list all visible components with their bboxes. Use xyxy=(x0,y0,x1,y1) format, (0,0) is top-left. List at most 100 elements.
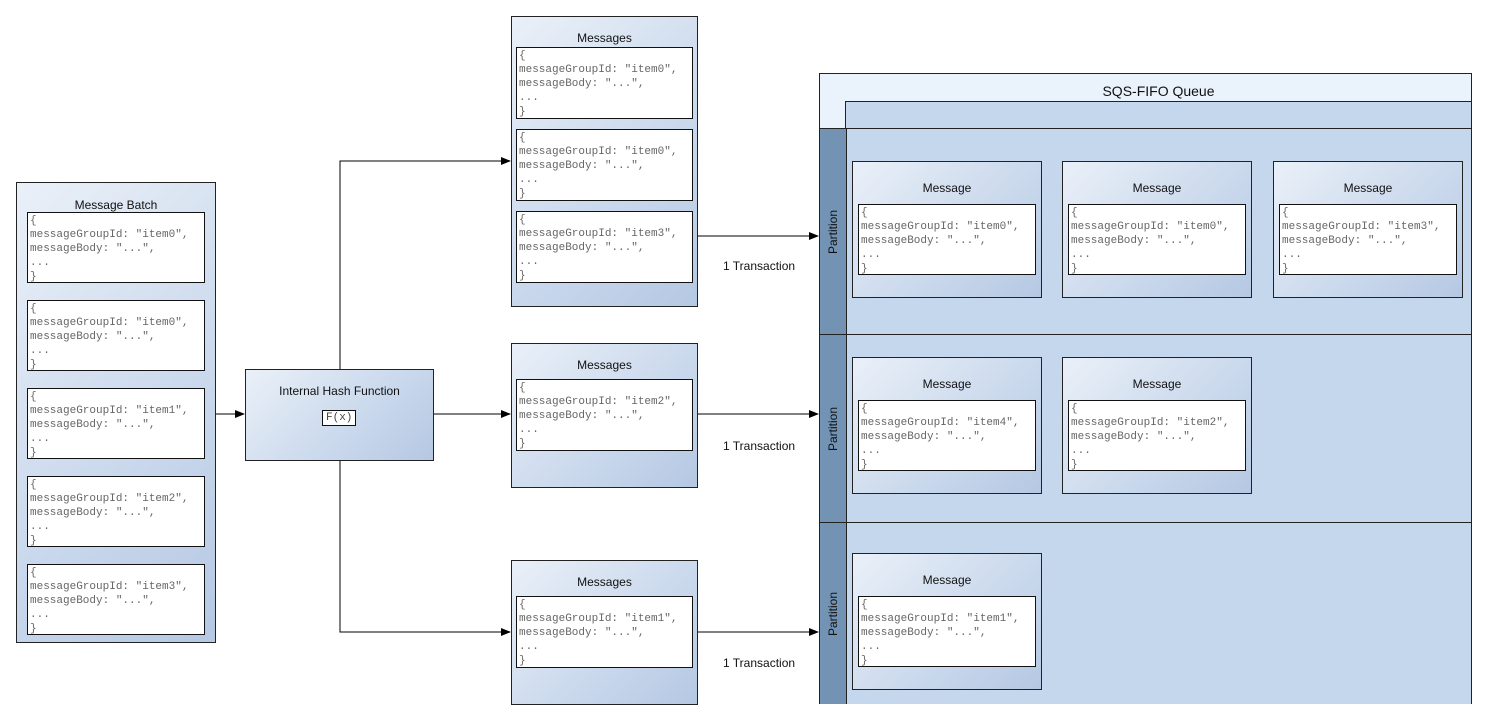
queue-message-title: Message xyxy=(922,573,972,587)
card-body-line: messageBody: "...", xyxy=(861,627,987,639)
message-card: { messageGroupId: "item0", messageBody: ".… xyxy=(516,47,693,119)
queue-message: Message {messageGroupId: "item0",messageB… xyxy=(852,161,1042,298)
card-ellipsis: ... xyxy=(30,433,50,445)
messages-group: Messages{messageGroupId: "item1",message… xyxy=(511,560,698,705)
card-group-id-line: messageGroupId: "item3", xyxy=(30,581,189,593)
card-close-brace: } xyxy=(519,106,526,118)
message-card: { messageGroupId: "item3", messageBody: ".… xyxy=(27,564,205,635)
card-ellipsis: ... xyxy=(1071,249,1091,261)
card-close-brace: } xyxy=(861,655,868,667)
card-group-id-line: messageGroupId: "item0", xyxy=(519,64,678,76)
message-card: {messageGroupId: "item1",messageBody: ".… xyxy=(516,596,693,668)
message-card: {messageGroupId: "item0",messageBody: ".… xyxy=(1068,204,1246,275)
card-group-id-line: messageGroupId: "item3", xyxy=(1282,221,1441,233)
partition-stripe: Partition xyxy=(820,523,847,704)
card-body-line: messageBody: "...", xyxy=(519,78,645,90)
card-ellipsis: ... xyxy=(519,174,539,186)
message-card: { messageGroupId: "item0", messageBody: ".… xyxy=(27,212,205,283)
card-open-brace: { xyxy=(30,215,37,227)
message-card: { messageGroupId: "item0", messageBody: ".… xyxy=(27,300,205,371)
card-close-brace: } xyxy=(1282,263,1289,275)
card-open-brace: { xyxy=(30,479,37,491)
card-group-id-line: messageGroupId: "item0", xyxy=(30,229,189,241)
card-open-brace: { xyxy=(30,391,37,403)
card-ellipsis: ... xyxy=(519,641,539,653)
card-body-line: messageBody: "...", xyxy=(1282,235,1408,247)
card-ellipsis: ... xyxy=(1071,445,1091,457)
card-body-line: messageBody: "...", xyxy=(30,507,156,519)
partition-label: Partition xyxy=(826,591,840,636)
arrow-hash-to-group-3 xyxy=(339,460,511,636)
card-close-brace: } xyxy=(1071,263,1078,275)
card-open-brace: { xyxy=(30,567,37,579)
message-card: {messageGroupId: "item1",messageBody: ".… xyxy=(27,388,205,459)
card-close-brace: } xyxy=(1071,459,1078,471)
card-group-id-line: messageGroupId: "item0", xyxy=(30,317,189,329)
queue-message: Message {messageGroupId: "item0",messageB… xyxy=(1062,161,1252,298)
card-ellipsis: ... xyxy=(519,256,539,268)
card-close-brace: } xyxy=(30,271,37,283)
card-body-line: messageBody: "...", xyxy=(519,160,645,172)
message-card: {messageGroupId: "item0",messageBody: ".… xyxy=(516,129,693,201)
card-ellipsis: ... xyxy=(861,641,881,653)
card-body-line: messageBody: "...", xyxy=(519,410,645,422)
card-body-line: messageBody: "...", xyxy=(861,235,987,247)
partition-stripe: Partition xyxy=(820,129,847,334)
card-open-brace: { xyxy=(861,599,868,611)
card-group-id-line: messageGroupId: "item1", xyxy=(861,613,1020,625)
card-group-id-line: messageGroupId: "item4", xyxy=(861,417,1020,429)
message-card: {messageGroupId: "item2",messageBody: ".… xyxy=(1068,400,1246,471)
message-card: { messageGroupId: "item1", messageBody: ".… xyxy=(858,596,1036,667)
queue-title: SQS-FIFO Queue xyxy=(1102,83,1215,99)
message-batch: Message Batch {messageGroupId: "item0",m… xyxy=(16,182,216,643)
card-body-line: messageBody: "...", xyxy=(30,595,156,607)
card-close-brace: } xyxy=(861,263,868,275)
card-group-id-line: messageGroupId: "item0", xyxy=(861,221,1020,233)
queue-message: Message{messageGroupId: "item2",messageB… xyxy=(1062,357,1252,494)
card-body-line: messageBody: "...", xyxy=(30,331,156,343)
message-card: {messageGroupId: "item3",messageBody: ".… xyxy=(516,211,693,283)
card-ellipsis: ... xyxy=(30,345,50,357)
card-open-brace: { xyxy=(1282,207,1289,219)
card-ellipsis: ... xyxy=(30,609,50,621)
card-close-brace: } xyxy=(30,623,37,635)
card-ellipsis: ... xyxy=(30,257,50,269)
card-open-brace: { xyxy=(519,599,526,611)
card-open-brace: { xyxy=(1071,403,1078,415)
card-ellipsis: ... xyxy=(30,521,50,533)
card-body-line: messageBody: "...", xyxy=(1071,431,1197,443)
message-card: { messageGroupId: "item3", messageBody: ".… xyxy=(1279,204,1457,275)
card-ellipsis: ... xyxy=(519,424,539,436)
card-close-brace: } xyxy=(519,438,526,450)
message-card: {messageGroupId: "item0",messageBody: ".… xyxy=(858,204,1036,275)
card-open-brace: { xyxy=(1071,207,1078,219)
card-group-id-line: messageGroupId: "item2", xyxy=(30,493,189,505)
messages-group: Messages{messageGroupId: "item2",message… xyxy=(511,343,698,488)
card-group-id-line: messageGroupId: "item2", xyxy=(519,396,678,408)
card-close-brace: } xyxy=(519,188,526,200)
partition-stripe: Partition xyxy=(820,335,847,522)
queue-message-title: Message xyxy=(1343,181,1393,195)
card-group-id-line: messageGroupId: "item3", xyxy=(519,228,678,240)
queue-message: Message { messageGroupId: "item1", messageB… xyxy=(852,553,1042,690)
queue-message-title: Message xyxy=(922,181,972,195)
queue-message: Message { messageGroupId: "item3", messageB… xyxy=(1273,161,1463,298)
card-body-line: messageBody: "...", xyxy=(519,627,645,639)
card-open-brace: { xyxy=(519,382,526,394)
card-ellipsis: ... xyxy=(861,445,881,457)
card-close-brace: } xyxy=(30,359,37,371)
card-body-line: messageBody: "...", xyxy=(1071,235,1197,247)
queue-message-title: Message xyxy=(1132,181,1182,195)
card-open-brace: { xyxy=(519,214,526,226)
card-body-line: messageBody: "...", xyxy=(30,243,156,255)
message-card: { messageGroupId: "item2", messageBody: ".… xyxy=(516,379,693,451)
messages-group-title: Messages xyxy=(577,31,632,45)
card-open-brace: { xyxy=(519,50,526,62)
card-group-id-line: messageGroupId: "item1", xyxy=(30,405,189,417)
partition: Partition Message { messageGroupId: "item1"… xyxy=(820,522,1471,704)
card-close-brace: } xyxy=(519,270,526,282)
card-open-brace: { xyxy=(30,303,37,315)
